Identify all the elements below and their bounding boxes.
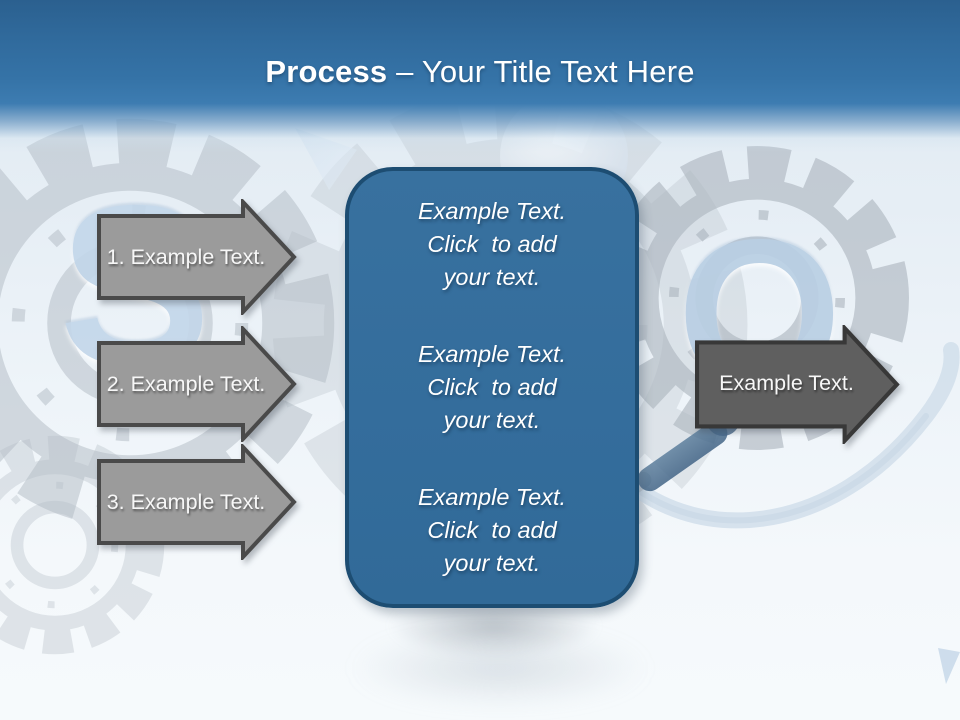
placeholder-text-line: Example Text. (417, 198, 567, 224)
arrow-shape-icon (97, 199, 297, 315)
step-arrow-1-label: 1. Example Text. (106, 244, 266, 269)
placeholder-text-line: Click to add (427, 517, 557, 543)
result-arrow: Example Text. (695, 325, 900, 444)
placeholder-text-line: Example Text. (417, 484, 567, 510)
placeholder-text-line: Click to add (427, 231, 557, 257)
slide-title-rest: – Your Title Text Here (387, 54, 695, 89)
placeholder-text-line: Example Text. (417, 341, 567, 367)
step-arrow-3: 3. Example Text. (97, 444, 297, 560)
placeholder-paragraph-2: Example Text. Click to add your text. (365, 338, 619, 437)
arrow-shape-icon (695, 325, 900, 444)
arrow-shape-icon (97, 444, 297, 560)
header-band (0, 0, 960, 152)
placeholder-text-line: your text. (443, 550, 541, 576)
placeholder-paragraph-3: Example Text. Click to add your text. (365, 481, 619, 580)
result-arrow-label: Example Text. (719, 370, 854, 395)
center-box-reflection (350, 628, 650, 708)
placeholder-text-line: your text. (443, 264, 541, 290)
slide-title-keyword: Process (265, 54, 388, 89)
step-arrow-3-label: 3. Example Text. (106, 489, 266, 514)
placeholder-paragraph-1: Example Text. Click to add your text. (365, 195, 619, 294)
step-arrow-1: 1. Example Text. (97, 199, 297, 315)
step-arrow-2: 2. Example Text. (97, 326, 297, 442)
placeholder-text-line: Click to add (427, 374, 557, 400)
center-text-box: Example Text. Click to add your text. Ex… (345, 167, 639, 608)
step-arrow-2-label: 2. Example Text. (106, 371, 266, 396)
slide-title: Process – Your Title Text Here (0, 54, 960, 90)
placeholder-text-line: your text. (443, 407, 541, 433)
arrow-shape-icon (97, 326, 297, 442)
